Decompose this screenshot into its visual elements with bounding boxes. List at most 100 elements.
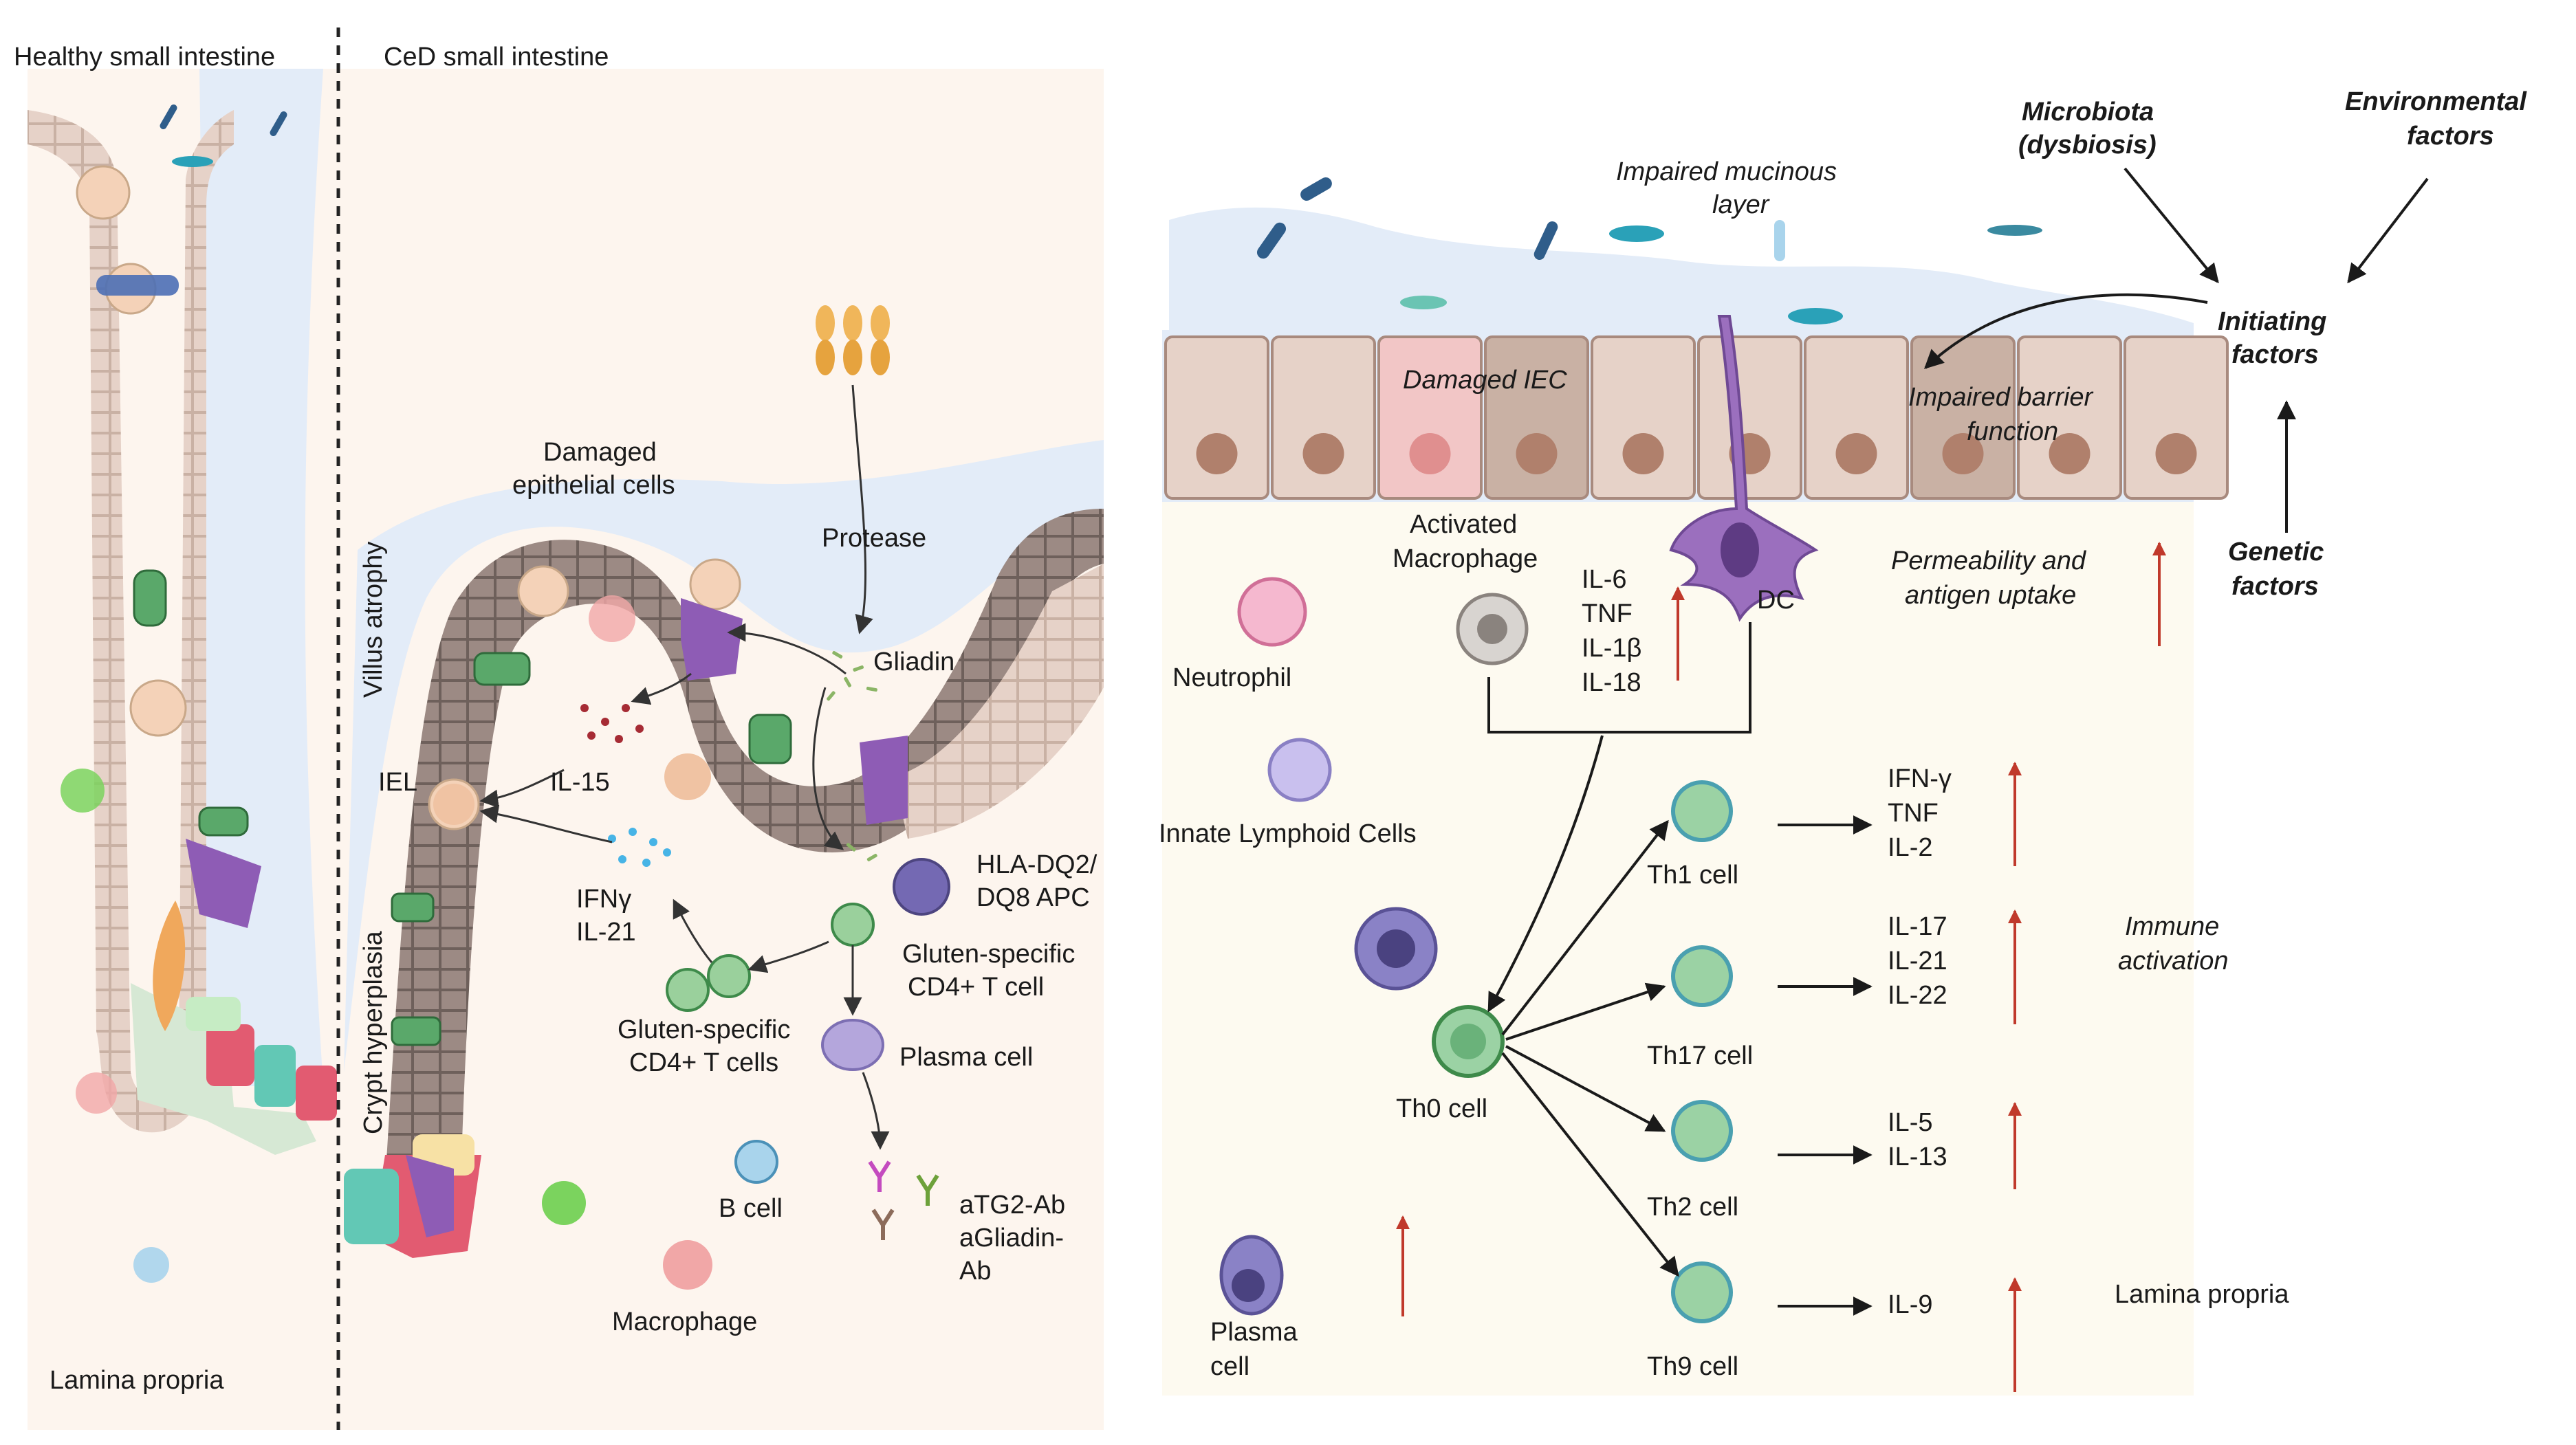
impaired-barrier-l2: function bbox=[1967, 417, 2058, 446]
ifng-dots bbox=[608, 828, 671, 867]
healthy-title: Healthy small intestine bbox=[14, 43, 275, 71]
left-arrows bbox=[479, 384, 890, 1150]
impaired-mucinous-l1: Impaired mucinous bbox=[1616, 157, 1837, 186]
antibodies bbox=[868, 1160, 939, 1240]
macrophage-label: Macrophage bbox=[612, 1308, 757, 1336]
iec-cell bbox=[1164, 335, 1269, 500]
permeability-l2: antigen uptake bbox=[1905, 581, 2076, 610]
lamina-left-label: Lamina propria bbox=[50, 1366, 224, 1395]
antibody-l1: aTG2-Ab bbox=[959, 1191, 1065, 1220]
iec-cell bbox=[1271, 335, 1376, 500]
dendritic-cell bbox=[1669, 315, 1819, 622]
il15-dots bbox=[580, 704, 644, 743]
immune-activation-l2: activation bbox=[2118, 947, 2229, 975]
antibody-l3: Ab bbox=[959, 1257, 991, 1286]
iec-cell bbox=[1910, 335, 2016, 500]
genetic-l1: Genetic bbox=[2228, 538, 2324, 566]
plasma-cell-label: Plasma cell bbox=[899, 1043, 1033, 1072]
th1-cyt-1: IFN-γ bbox=[1888, 764, 1952, 793]
hla-apc-l1: HLA-DQ2/ bbox=[976, 850, 1098, 879]
lamina-right-label: Lamina propria bbox=[2115, 1280, 2289, 1309]
impaired-mucinous-l2: layer bbox=[1712, 190, 1770, 219]
gluten-cd4-single-l2: CD4+ T cell bbox=[908, 973, 1044, 1002]
il21-label: IL-21 bbox=[576, 918, 636, 947]
damaged-iec-label: Damaged IEC bbox=[1403, 366, 1567, 395]
cyt-tnf: TNF bbox=[1582, 599, 1633, 628]
iel-label: IEL bbox=[378, 768, 417, 797]
permeability-l1: Permeability and bbox=[1891, 547, 2087, 575]
ced-title: CeD small intestine bbox=[384, 43, 609, 71]
iec-nucleus bbox=[2049, 433, 2091, 474]
crypt-hyperplasia: Crypt hyperplasia bbox=[359, 930, 388, 1134]
protease-label: Protease bbox=[822, 524, 926, 553]
ilc-label: Innate Lymphoid Cells bbox=[1159, 819, 1417, 848]
right-plasma-l1: Plasma bbox=[1210, 1318, 1298, 1347]
iec-cell bbox=[2124, 335, 2229, 500]
iec-cell bbox=[1697, 335, 1802, 500]
healthy-crypt-cells bbox=[186, 997, 337, 1121]
epithelial-cells-row bbox=[1164, 335, 2229, 500]
gliadin-label: Gliadin bbox=[873, 648, 954, 676]
gluten-cd4-plural-l2: CD4+ T cells bbox=[629, 1048, 778, 1077]
iec-cell bbox=[1591, 335, 1696, 500]
genetic-l2: factors bbox=[2231, 572, 2319, 601]
th2-cyt-2: IL-13 bbox=[1888, 1143, 1947, 1171]
th0-label: Th0 cell bbox=[1396, 1094, 1487, 1123]
immune-activation-l1: Immune bbox=[2125, 912, 2219, 941]
cyt-il6: IL-6 bbox=[1582, 565, 1626, 594]
iec-nucleus bbox=[2155, 433, 2197, 474]
cyt-il18: IL-18 bbox=[1582, 668, 1641, 697]
iec-nucleus bbox=[1622, 433, 1664, 474]
environmental-l2: factors bbox=[2407, 122, 2494, 151]
th1-label: Th1 cell bbox=[1647, 861, 1738, 890]
ced-villus bbox=[344, 509, 1104, 1258]
environmental-l1: Environmental bbox=[2345, 87, 2527, 116]
hla-apc-l2: DQ8 APC bbox=[976, 883, 1090, 912]
b-cell-label: B cell bbox=[719, 1194, 783, 1223]
left-immune-cells bbox=[433, 305, 950, 1290]
right-arrows bbox=[1487, 167, 2429, 1316]
right-plasma-l2: cell bbox=[1210, 1352, 1249, 1381]
healthy-villus bbox=[28, 104, 337, 1283]
antibody-l2: aGliadin- bbox=[959, 1224, 1064, 1253]
ifng-label: IFNγ bbox=[576, 885, 631, 914]
neutrophil-label: Neutrophil bbox=[1172, 663, 1291, 692]
th17-label: Th17 cell bbox=[1647, 1041, 1753, 1070]
damaged-epithelial-l2: epithelial cells bbox=[512, 471, 675, 500]
iec-cell bbox=[1484, 335, 1589, 500]
gliadin-particles bbox=[827, 651, 877, 861]
th9-label: Th9 cell bbox=[1647, 1352, 1738, 1381]
right-bacteria bbox=[1256, 177, 2042, 324]
activated-macrophage-l2: Macrophage bbox=[1393, 544, 1538, 573]
dc-label: DC bbox=[1757, 586, 1795, 615]
damaged-epithelial-l1: Damaged bbox=[543, 438, 657, 467]
protease-cluster bbox=[816, 305, 890, 375]
iec-nucleus bbox=[1942, 433, 1984, 474]
iec-cell bbox=[1377, 335, 1483, 500]
cyt-il1b: IL-1β bbox=[1582, 634, 1641, 663]
iec-nucleus bbox=[1302, 433, 1344, 474]
il15-label: IL-15 bbox=[550, 768, 610, 797]
th2-label: Th2 cell bbox=[1647, 1193, 1738, 1222]
th1-cyt-2: TNF bbox=[1888, 799, 1939, 828]
iec-cell bbox=[1804, 335, 1909, 500]
iec-nucleus bbox=[1409, 433, 1451, 474]
th2-cyt-1: IL-5 bbox=[1888, 1108, 1932, 1137]
iec-cell bbox=[2017, 335, 2122, 500]
th17-cyt-1: IL-17 bbox=[1888, 912, 1947, 941]
th9-cyt-1: IL-9 bbox=[1888, 1290, 1932, 1319]
gluten-cd4-single-l1: Gluten-specific bbox=[902, 940, 1075, 969]
iec-nucleus bbox=[1196, 433, 1238, 474]
microbiota-l2: (dysbiosis) bbox=[2018, 131, 2157, 159]
red-up-arrows bbox=[1396, 542, 2166, 1392]
right-immune-cells bbox=[1219, 577, 1733, 1323]
initiating-l2: factors bbox=[2231, 340, 2319, 369]
villus-atrophy: Villus atrophy bbox=[359, 542, 388, 698]
gluten-cd4-plural-l1: Gluten-specific bbox=[618, 1015, 790, 1044]
th1-cyt-3: IL-2 bbox=[1888, 833, 1932, 862]
microbiota-l1: Microbiota bbox=[2022, 98, 2154, 126]
iec-nucleus bbox=[1835, 433, 1877, 474]
initiating-l1: Initiating bbox=[2218, 307, 2326, 336]
